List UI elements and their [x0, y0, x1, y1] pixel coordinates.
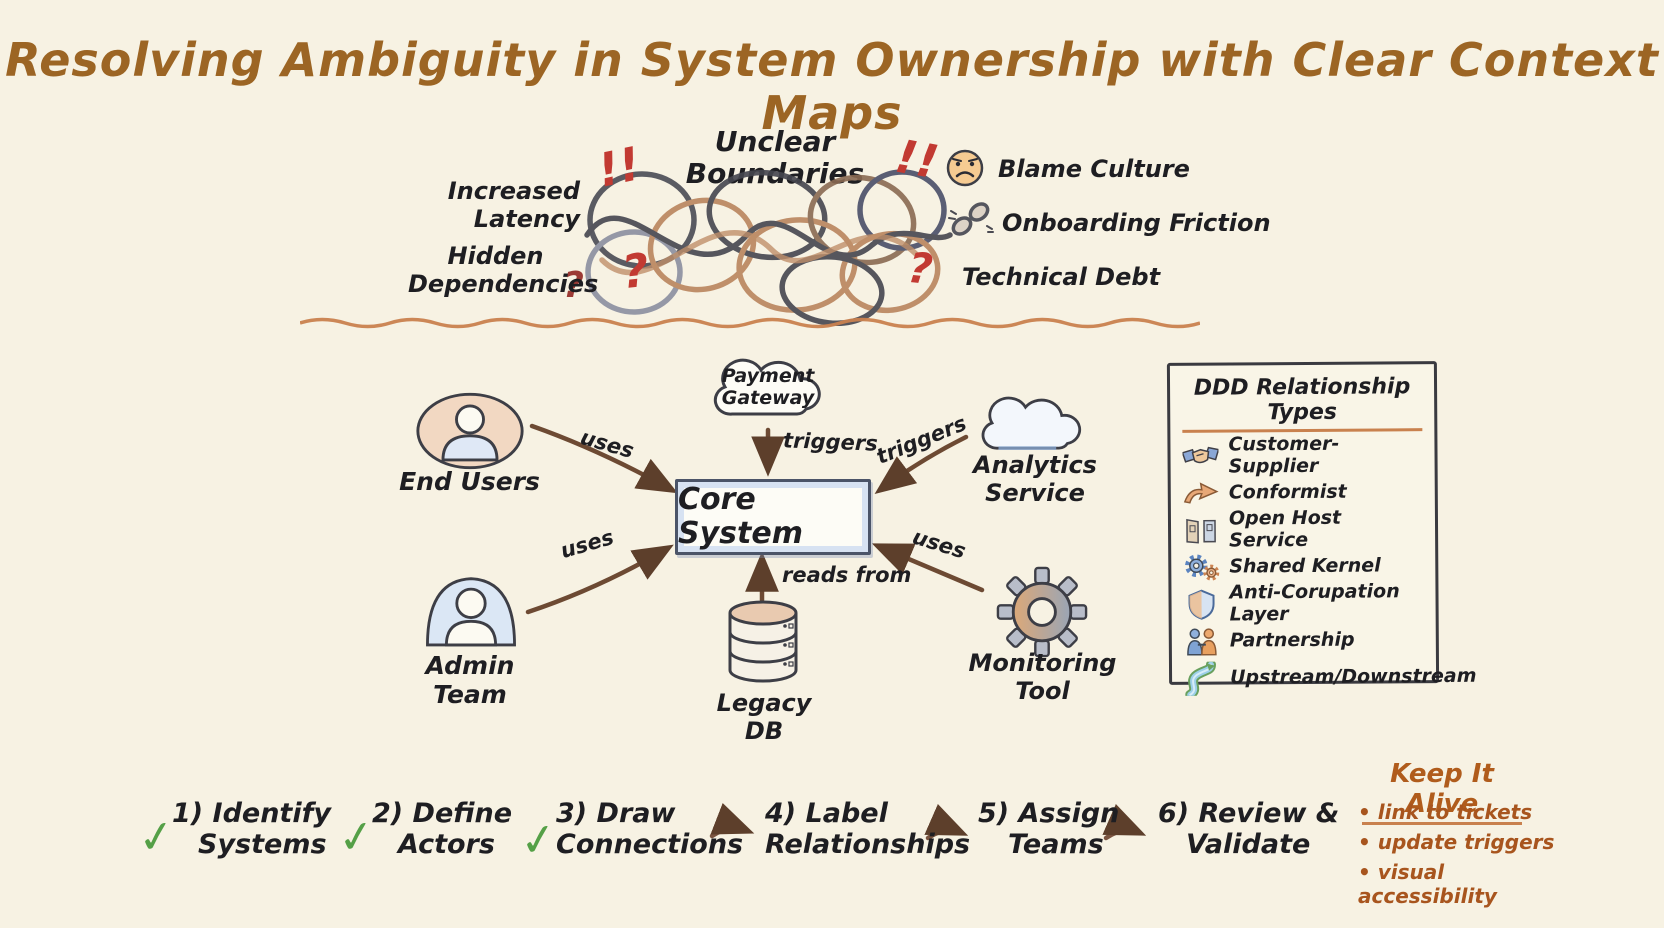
open-doors-icon — [1183, 514, 1219, 548]
monitoring-tool-label: Monitoring Tool — [968, 649, 1117, 705]
monitoring-tool-icon — [996, 566, 1088, 658]
legend-item-open-host-service: Open Host Service — [1183, 507, 1423, 552]
end-users-label: End Users — [399, 467, 540, 496]
process-step-6: 6) Review & Validate — [1158, 798, 1339, 860]
arrow-admin-core — [525, 544, 674, 615]
problem-increased-latency: Increased Latency — [447, 177, 580, 233]
handshake-icon — [1182, 440, 1219, 474]
step3-check-icon: ✓ — [516, 812, 561, 869]
payment-gateway-cloud-icon — [713, 358, 821, 416]
tangle-illustration — [584, 169, 953, 326]
section-divider — [300, 317, 1200, 329]
admin-team-icon — [426, 577, 516, 647]
analytics-service-label-line1: Analytics — [973, 451, 1097, 479]
edge-label-admin-uses: uses — [557, 524, 617, 564]
legend-label: Anti-Corupation Layer — [1229, 580, 1400, 626]
step-line2: Systems — [198, 829, 327, 861]
legend-item-upstream-downstream: Upstream/Downstream — [1184, 659, 1477, 698]
edge-label-db-reads-from: reads from — [782, 563, 912, 587]
keep-alive-bullet: visual accessibility — [1358, 860, 1578, 908]
process-step-3: 3) Draw Connections — [556, 798, 743, 860]
legend-item-partnership: Partnership — [1184, 622, 1424, 661]
problem-onboarding-friction: Onboarding Friction — [1002, 209, 1271, 237]
legend-title: DDD Relationship Types — [1181, 374, 1423, 433]
exclaim-left-icon: !! — [592, 136, 646, 198]
partnership-icon — [1184, 625, 1220, 659]
process-step-4: 4) Label Relationships — [765, 798, 970, 860]
process-step-5: 5) Assign Teams — [978, 798, 1119, 860]
step-line1: 4) Label — [765, 798, 888, 829]
legend-item-conformist: Conformist — [1183, 474, 1423, 513]
legend-item-shared-kernel: Shared Kernel — [1183, 548, 1423, 587]
edge-label-payment-triggers: triggers — [782, 428, 879, 456]
problem-hidden-line2: Dependencies — [408, 269, 599, 298]
question-left-big-icon: ? — [619, 242, 652, 300]
sad-face-icon — [946, 149, 984, 187]
page-title: Resolving Ambiguity in System Ownership … — [5, 33, 1659, 140]
gears-icon — [1183, 551, 1220, 585]
process-step-1: 1) Identify Systems — [172, 798, 331, 860]
step-line1: 5) Assign — [978, 798, 1120, 829]
payment-gateway-node: Payment Gateway — [698, 344, 838, 430]
keep-alive-bullet: link to tickets — [1358, 800, 1578, 824]
legacy-db-icon — [728, 600, 798, 683]
analytics-service-label-line2: Service — [985, 478, 1085, 507]
keep-alive-list: link to tickets update triggers visual a… — [1358, 800, 1578, 914]
payment-gateway-label-line1: Payment — [721, 365, 815, 387]
problem-hidden-line1: Hidden — [447, 242, 544, 270]
legend-item-anti-corruption-layer: Anti-Corupation Layer — [1183, 581, 1423, 626]
legend-label: Conformist — [1228, 480, 1347, 504]
edge-label-monitoring-uses: uses — [909, 524, 969, 564]
step-line2: Connections — [556, 829, 744, 861]
legend-label: Upstream/Downstream — [1230, 664, 1477, 689]
legend-label: Customer-Supplier — [1228, 432, 1340, 478]
step-line1: 3) Draw — [556, 798, 676, 829]
legend-label: Open Host Service — [1228, 506, 1342, 552]
step-line1: 6) Review & — [1158, 798, 1340, 829]
edge-label-end-users-uses: uses — [577, 424, 637, 464]
legend-item-customer-supplier: Customer-Supplier — [1182, 433, 1422, 478]
analytics-service-cloud-icon — [981, 396, 1082, 450]
step-line1: 1) Identify — [172, 798, 331, 829]
core-system-label: Core System — [678, 481, 803, 551]
exclaim-right-icon: !! — [891, 128, 943, 190]
legacy-db-label: Legacy DB — [716, 689, 812, 745]
end-users-icon — [416, 392, 524, 470]
shield-icon — [1183, 588, 1219, 622]
step-line2: Relationships — [765, 829, 971, 861]
legend-label: Partnership — [1229, 628, 1355, 652]
problem-technical-debt: Technical Debt — [962, 263, 1161, 291]
process-step-2: 2) Define Actors — [372, 798, 512, 860]
question-left-small-icon: ? — [563, 265, 584, 306]
core-system-node: Core System — [675, 479, 871, 555]
problem-blame-culture: Blame Culture — [998, 155, 1190, 183]
legend-panel: DDD Relationship Types Customer-Supplier… — [1166, 361, 1477, 696]
step-line1: 2) Define — [372, 798, 513, 829]
curved-arrow-icon — [1183, 477, 1219, 511]
step-line2: Actors — [398, 829, 495, 861]
step-line2: Validate — [1186, 829, 1311, 861]
river-icon — [1184, 661, 1220, 696]
admin-team-label: Admin Team — [425, 651, 515, 709]
step-line2: Teams — [1008, 829, 1104, 861]
keep-alive-bullet: update triggers — [1358, 830, 1578, 854]
broken-chain-icon — [948, 202, 994, 236]
question-right-icon: ? — [905, 242, 935, 295]
payment-gateway-label-line2: Gateway — [721, 386, 815, 409]
legend-label: Shared Kernel — [1229, 554, 1381, 578]
